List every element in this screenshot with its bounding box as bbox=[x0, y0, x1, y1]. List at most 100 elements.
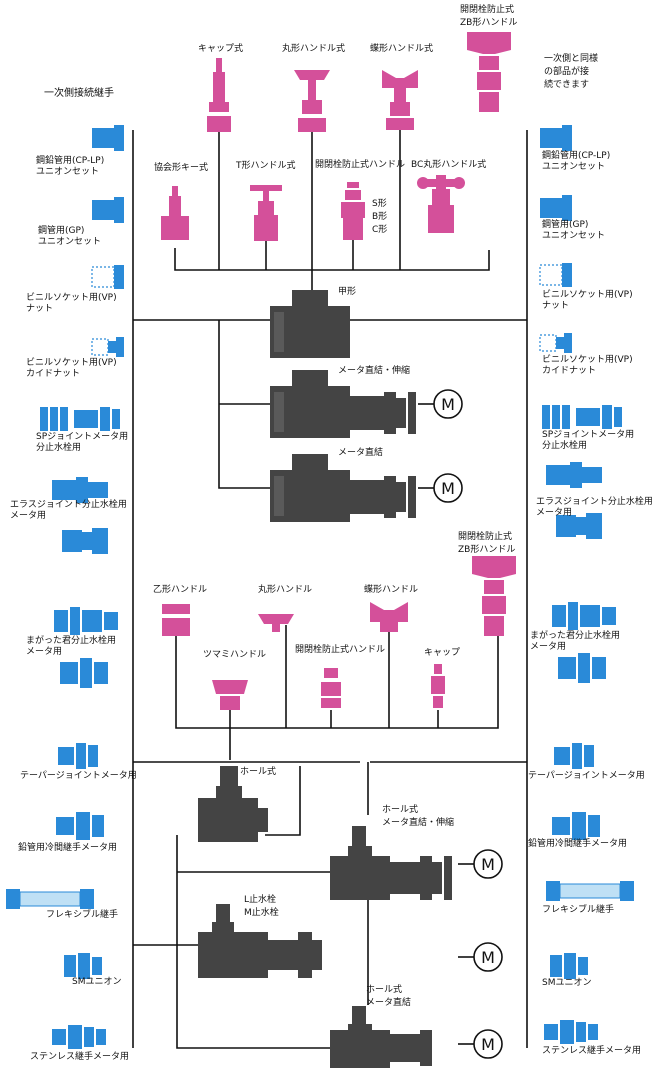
meter-label: M bbox=[481, 855, 495, 874]
ball-meter-telescopic-icon bbox=[330, 826, 452, 900]
valve-label-lm-stop: L止水栓 M止水栓 bbox=[244, 894, 279, 920]
right-fitting-label-2: ビニルソケット用(VP) ナット bbox=[542, 290, 633, 312]
round-handle-icon bbox=[294, 70, 330, 132]
valve-label-kou: 甲形 bbox=[338, 287, 356, 298]
tamper-proof-handle-icon bbox=[341, 182, 365, 240]
left-header-title: 一次側接続継手 bbox=[44, 87, 114, 100]
mid-handle-label-1: 丸形ハンドル bbox=[258, 585, 312, 596]
top-handle-row2-label-3: BC丸形ハンドル式 bbox=[411, 160, 486, 171]
stainless-joint-icon bbox=[52, 1025, 106, 1049]
tamper-proof-handle-icon bbox=[321, 668, 341, 708]
union-set-icon bbox=[92, 197, 124, 223]
right-fitting-label-7: テーパージョイントメータ用 bbox=[528, 771, 645, 782]
ball-meter-direct-icon bbox=[330, 1006, 432, 1068]
valve-label-meter-telescopic: メータ直結・伸縮 bbox=[338, 366, 410, 377]
taper-joint-icon bbox=[554, 743, 594, 769]
round-handle-icon bbox=[258, 614, 294, 632]
right-fitting-label-3: ビニルソケット用(VP) カイドナット bbox=[542, 355, 633, 377]
top-handle-label-0: キャップ式 bbox=[198, 44, 243, 55]
left-fitting-label-0: 鋼鉛管用(CP-LP) ユニオンセット bbox=[36, 156, 104, 178]
sp-joint-icon bbox=[40, 407, 120, 431]
vp-guide-nut-icon bbox=[540, 333, 572, 353]
butterfly-handle-icon bbox=[370, 602, 408, 632]
left-fitting-label-11: ステンレス継手メータ用 bbox=[30, 1052, 129, 1063]
key-icon bbox=[161, 186, 189, 240]
left-fitting-label-6: まがった君分止水栓用 メータ用 bbox=[26, 636, 116, 658]
meter-direct-valve-icon bbox=[270, 454, 416, 522]
cap-icon bbox=[207, 58, 231, 132]
meter-symbol-1: M bbox=[418, 474, 462, 502]
cap-icon bbox=[431, 664, 445, 708]
pipe-line bbox=[175, 248, 489, 270]
meter-label: M bbox=[481, 1035, 495, 1054]
t-handle-icon bbox=[250, 185, 282, 241]
valve-label-ball-meter-direct: ホール式 メータ直結 bbox=[366, 984, 411, 1010]
meter-symbol-3: M bbox=[458, 943, 502, 971]
mid-handle-row2-label-0: ツマミハンドル bbox=[203, 650, 266, 661]
stainless-joint-icon bbox=[544, 1020, 598, 1044]
zb-handle-icon bbox=[467, 32, 511, 112]
left-fitting-label-2: ビニルソケット用(VP) ナット bbox=[26, 293, 117, 315]
meter-symbol-0: M bbox=[418, 390, 462, 418]
otsu-handle-icon bbox=[162, 604, 190, 636]
right-fitting-label-8: 鉛管用冷間継手メータ用 bbox=[528, 839, 627, 850]
right-fitting-label-4: SPジョイントメータ用 分止水栓用 bbox=[542, 430, 634, 452]
knob-handle-icon bbox=[212, 680, 248, 710]
right-fitting-label-0: 鋼鉛管用(CP-LP) ユニオンセット bbox=[542, 151, 610, 173]
union-set-icon bbox=[540, 125, 572, 151]
flexible-joint-icon bbox=[546, 881, 634, 901]
lead-pipe-joint-icon bbox=[56, 812, 104, 840]
top-handle-label-1: 丸形ハンドル式 bbox=[282, 44, 345, 55]
vp-nut-icon bbox=[92, 265, 124, 289]
right-header-note: 一次側と同様 の部品が接 続できます bbox=[544, 53, 598, 92]
sp-joint-icon bbox=[542, 405, 622, 429]
bc-round-handle-icon bbox=[417, 175, 465, 233]
meter-direct-telescopic-valve-icon bbox=[270, 370, 416, 438]
meter-label: M bbox=[441, 479, 455, 498]
zb-handle-icon bbox=[472, 556, 516, 636]
left-fitting-label-4: SPジョイントメータ用 分止水栓用 bbox=[36, 432, 128, 454]
top-handle-label-2: 蝶形ハンドル式 bbox=[370, 44, 433, 55]
right-fitting-label-11: ステンレス継手メータ用 bbox=[542, 1046, 641, 1057]
right-fitting-label-10: SMユニオン bbox=[542, 978, 591, 989]
left-fitting-label-3: ビニルソケット用(VP) カイドナット bbox=[26, 358, 117, 380]
mid-handle-label-3: 開閉栓防止式 ZB形ハンドル bbox=[458, 531, 515, 557]
top-handle-row2-label-2: 開閉栓防止式ハンドル bbox=[315, 160, 405, 171]
union-set-icon bbox=[540, 195, 572, 221]
left-fitting-label-5: エラスジョイント分止水栓用 メータ用 bbox=[10, 500, 127, 522]
valve-label-meter-direct: メータ直結 bbox=[338, 448, 383, 459]
valve-label-ball-meter-telescopic: ホール式 メータ直結・伸縮 bbox=[382, 804, 454, 830]
meter-label: M bbox=[441, 395, 455, 414]
mid-handle-row2-label-2: キャップ bbox=[424, 648, 460, 659]
sm-union-icon bbox=[550, 953, 588, 979]
top-handle-row2-label-1: T形ハンドル式 bbox=[236, 161, 296, 172]
left-fitting-label-10: SMユニオン bbox=[72, 977, 121, 988]
sm-union-icon bbox=[64, 953, 102, 979]
meter-symbol-2: M bbox=[458, 850, 502, 878]
meter-symbol-4: M bbox=[458, 1030, 502, 1058]
left-fitting-label-7: テーパージョイントメータ用 bbox=[20, 771, 137, 782]
left-fitting-label-8: 鉛管用冷間継手メータ用 bbox=[18, 843, 117, 854]
right-fitting-label-5: エラスジョイント分止水栓用 メータ用 bbox=[536, 497, 653, 519]
left-fitting-label-1: 鋼管用(GP) ユニオンセット bbox=[38, 226, 101, 248]
right-fitting-label-1: 鋼管用(GP) ユニオンセット bbox=[542, 220, 605, 242]
flexible-joint-icon bbox=[6, 889, 94, 909]
vp-nut-icon bbox=[540, 263, 572, 287]
kou-valve-icon bbox=[270, 290, 350, 358]
top-handle-label-3: 開閉栓防止式 ZB形ハンドル bbox=[460, 4, 517, 30]
taper-joint-icon bbox=[58, 743, 98, 769]
left-fitting-label-9: フレキシブル継手 bbox=[46, 910, 118, 921]
meter-label: M bbox=[481, 948, 495, 967]
sbc-type-labels: S形 B形 C形 bbox=[372, 198, 387, 237]
top-handle-row2-label-0: 協会形キー式 bbox=[154, 163, 208, 174]
mid-handle-label-2: 蝶形ハンドル bbox=[364, 585, 418, 596]
lead-pipe-joint-icon bbox=[552, 812, 600, 840]
right-fitting-label-9: フレキシブル継手 bbox=[542, 905, 614, 916]
mid-handle-label-0: 乙形ハンドル bbox=[153, 585, 207, 596]
butterfly-handle-icon bbox=[382, 70, 418, 130]
right-fitting-label-6: まがった君分止水栓用 メータ用 bbox=[530, 631, 620, 653]
valve-label-ball: ホール式 bbox=[240, 767, 276, 778]
mid-handle-row2-label-1: 開閉栓防止式ハンドル bbox=[295, 645, 385, 656]
vp-guide-nut-icon bbox=[92, 337, 124, 357]
union-set-icon bbox=[92, 125, 124, 151]
